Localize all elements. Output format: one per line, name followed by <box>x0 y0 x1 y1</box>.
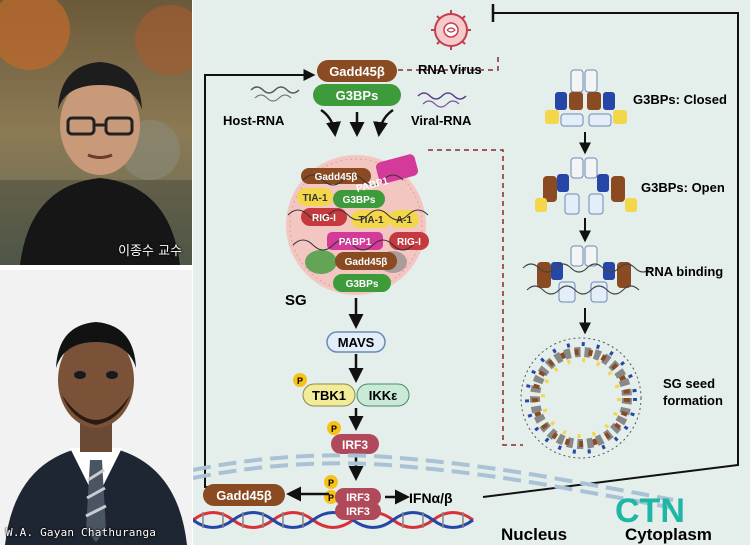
nuclear-envelope <box>193 453 674 502</box>
irf3-dimer-bottom <box>335 502 381 520</box>
sg-item-4: RIG-I <box>312 213 336 224</box>
sg-item-7: PABP1 <box>339 237 372 248</box>
diagram-background <box>193 0 750 545</box>
professor-photo: 이종수 교수 <box>0 0 192 265</box>
mavs-label: MAVS <box>338 335 375 350</box>
viral-rna-label: Viral-RNA <box>411 113 472 128</box>
step-seed-label-2: formation <box>663 393 723 408</box>
ctn-logo: CTN <box>615 492 685 530</box>
inhibition-line <box>482 12 739 498</box>
step-open-label: G3BPs: Open <box>641 180 725 195</box>
step-rna-binding-label: RNA binding <box>645 264 723 279</box>
p-label-2: P <box>331 424 337 434</box>
gadd45b-label: Gadd45β <box>329 64 385 79</box>
sg-dashed-link <box>428 149 523 446</box>
gadd45b-box <box>317 60 397 82</box>
ikke-box <box>356 383 410 407</box>
phospho-icon <box>293 373 307 387</box>
p-label-4: P <box>328 493 334 503</box>
sg-item-2: TIA-1 <box>303 193 328 204</box>
g3bps-box <box>313 84 401 106</box>
researcher-caption: W.A. Gayan Chathuranga <box>6 526 157 539</box>
sg-item-10: G3BPs <box>346 279 379 290</box>
researcher-photo: W.A. Gayan Chathuranga <box>0 270 192 545</box>
sg-item-5: TIA-1 <box>359 215 384 226</box>
signaling-diagram: RNA Virus Gadd45β G3BPs Host-RNA Viral-R… <box>193 0 750 545</box>
sg-item-3: G3BPs <box>343 195 376 206</box>
g3bps-label: G3BPs <box>336 88 379 103</box>
sg-item-6: A-1 <box>396 215 413 226</box>
nucleus-label: Nucleus <box>501 525 567 544</box>
irf3-label: IRF3 <box>342 438 368 452</box>
irf3-dimer-top <box>335 488 381 506</box>
sg-item-9: Gadd45β <box>345 257 388 268</box>
g3bp-open-icon <box>535 157 637 215</box>
step-closed-label: G3BPs: Closed <box>633 92 727 107</box>
virus-dashed-link <box>398 55 499 71</box>
professor-caption: 이종수 교수 <box>118 244 182 259</box>
sg-seed-icon <box>520 337 642 459</box>
irf3-box <box>331 434 379 454</box>
phospho-icon-2 <box>327 421 341 435</box>
step-seed-label-1: SG seed <box>663 376 715 391</box>
irf3-nuc-label-1: IRF3 <box>346 492 370 504</box>
p-label-1: P <box>297 376 303 386</box>
dna-helix <box>193 511 474 529</box>
rna-binding-icon <box>522 245 652 303</box>
cytoplasm-label: Cytoplasm <box>625 525 712 544</box>
p-label-3: P <box>328 478 334 488</box>
virus-icon <box>431 10 471 50</box>
sg-label: SG <box>285 292 307 309</box>
sg-item-8: RIG-I <box>397 237 421 248</box>
g3bp-closed-icon <box>545 69 627 127</box>
viral-rna-icon <box>417 92 467 100</box>
gadd45b-nuclear-label: Gadd45β <box>216 488 272 503</box>
gadd45b-nuclear-box <box>203 484 285 506</box>
stress-granule <box>286 154 429 295</box>
sg-item-1: Gadd45β <box>315 172 358 183</box>
tbk1-label: TBK1 <box>312 388 346 403</box>
host-rna-label: Host-RNA <box>223 113 285 128</box>
ikke-label: IKKε <box>369 388 398 403</box>
irf3-nuc-label-2: IRF3 <box>346 506 370 518</box>
virus-label: RNA Virus <box>418 62 482 77</box>
ifn-label: IFNα/β <box>409 490 453 506</box>
mavs-box <box>326 331 386 353</box>
tbk1-box <box>302 383 356 407</box>
host-rna-icon <box>250 86 300 94</box>
